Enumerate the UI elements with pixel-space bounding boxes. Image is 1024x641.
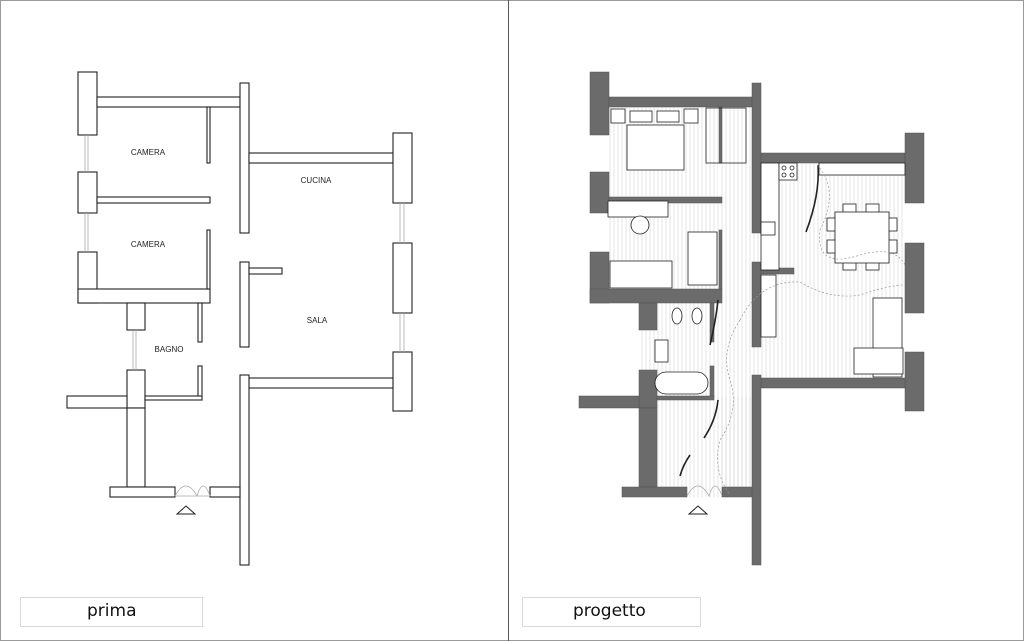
kitchen-counter <box>760 162 780 271</box>
rug-outlines <box>717 164 906 496</box>
dining-table <box>834 211 890 264</box>
room-label-camera: CAMERA <box>131 148 166 157</box>
caption-before: prima <box>87 601 137 621</box>
sliding-doors <box>679 164 820 477</box>
plan-after <box>578 71 925 566</box>
double-bed <box>626 124 685 171</box>
walk-in-closet <box>705 107 747 164</box>
kitchen-sink <box>760 221 776 236</box>
entrance-arrow-icon <box>175 505 197 515</box>
wardrobe <box>687 231 718 286</box>
sideboard <box>818 162 906 176</box>
cooktop <box>778 162 798 181</box>
room-label-sala: SALA <box>307 316 328 325</box>
chaise-longue <box>853 347 904 375</box>
room-label-camera: CAMERA <box>131 240 166 249</box>
furniture <box>607 107 906 395</box>
toilet <box>671 307 683 325</box>
caption-box-before: prima <box>20 597 203 627</box>
caption-after: progetto <box>573 601 646 621</box>
bidet <box>691 307 703 325</box>
room-label-cucina: CUCINA <box>301 176 332 185</box>
desk <box>607 200 669 218</box>
plan-before: CAMERA CAMERA CUCINA SALA BAGNO <box>66 71 413 566</box>
panel-divider <box>508 0 509 641</box>
entrance-arrow-icon <box>687 505 709 515</box>
kitchen-island <box>760 274 777 338</box>
bathroom-sink <box>654 339 669 363</box>
windows <box>84 135 405 498</box>
desk-chair <box>630 215 650 235</box>
dining-chairs <box>826 203 898 271</box>
caption-box-after: progetto <box>522 597 701 627</box>
walls-outline <box>66 71 413 566</box>
bathtub <box>654 371 709 395</box>
single-bed <box>609 260 673 289</box>
entry-door <box>686 485 723 498</box>
room-label-bagno: BAGNO <box>155 345 184 354</box>
